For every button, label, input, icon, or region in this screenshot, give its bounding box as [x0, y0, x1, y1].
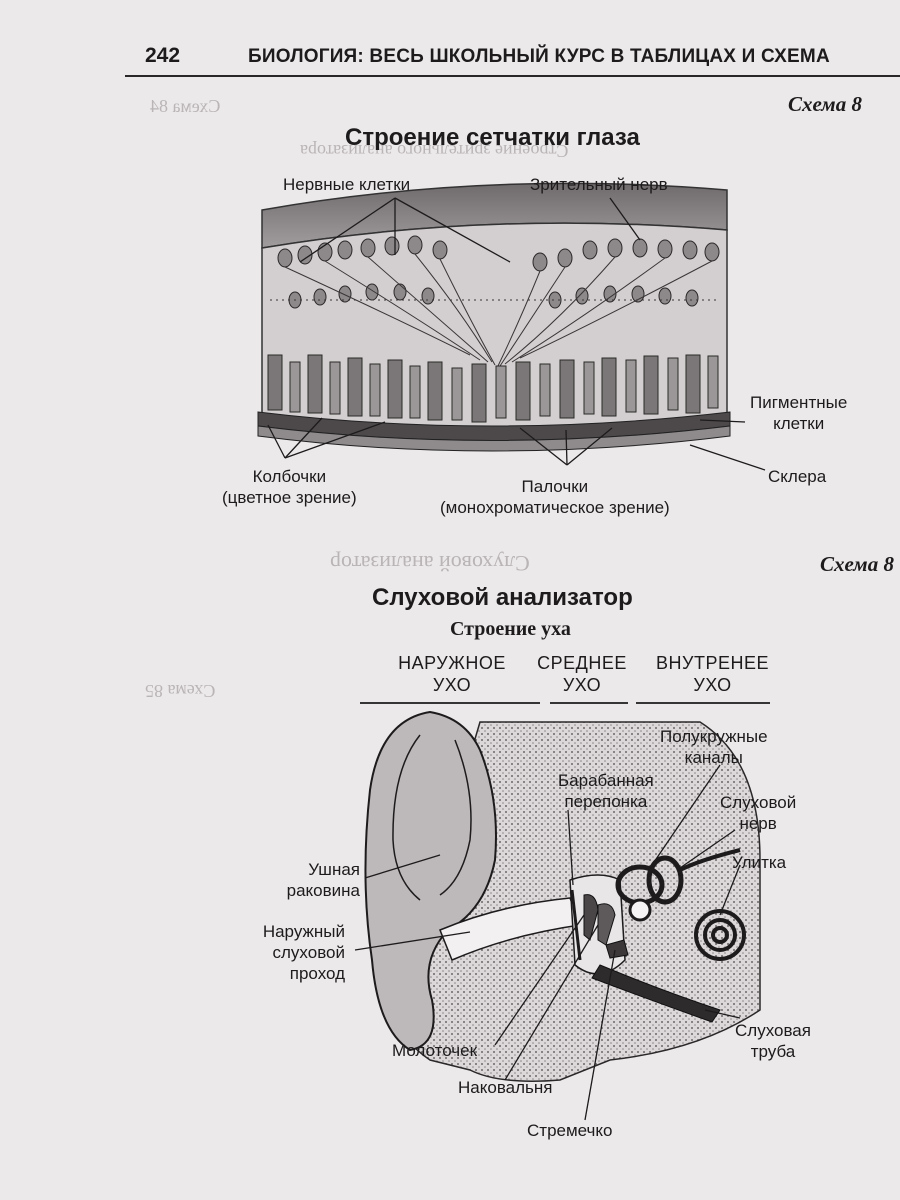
label-cochlea: Улитка — [732, 853, 787, 872]
anvil-shape — [597, 903, 616, 946]
retina-title: Строение сетчатки глаза — [345, 124, 640, 151]
retina-leader-lines — [267, 197, 766, 471]
running-title: БИОЛОГИЯ: ВЕСЬ ШКОЛЬНЫЙ КУРС В ТАБЛИЦАХ … — [248, 46, 830, 67]
ear-title: Слуховой анализатор — [372, 584, 633, 611]
label-nerve-cells: Нервные клетки — [283, 175, 411, 194]
label-rods: Палочки (монохроматическое зрение) — [440, 477, 670, 517]
semicircular-canals-shape — [615, 855, 684, 922]
label-anvil: Наковальня — [458, 1078, 553, 1097]
label-auricle: Ушная раковина — [286, 860, 360, 900]
label-semicircular-canals: Полукружные каналы — [660, 727, 768, 767]
eustachian-tube-shape — [591, 964, 721, 1023]
column-middle-ear: СРЕДНЕЕ УХО — [537, 653, 627, 695]
label-optic-nerve: Зрительный нерв — [530, 175, 668, 194]
ear-diagram — [354, 702, 770, 1121]
eardrum-shape — [570, 889, 582, 961]
header-rule — [125, 75, 900, 77]
auricle-shape — [364, 710, 497, 1052]
label-hammer: Молоточек — [392, 1041, 478, 1060]
nerve-fibres — [270, 253, 720, 367]
label-eardrum: Барабанная перепонка — [558, 771, 654, 811]
label-stirrup: Стремечко — [527, 1121, 613, 1140]
stirrup-shape — [605, 939, 629, 959]
page-number: 242 — [145, 44, 181, 67]
photoreceptor-row — [267, 354, 719, 423]
scheme-label-ear: Схема 8 — [820, 552, 894, 576]
column-inner-ear: ВНУТРЕНЕЕ УХО — [656, 653, 769, 695]
label-ear-canal: Наружный слуховой проход — [262, 922, 345, 983]
sclera-layer — [257, 425, 731, 452]
retina-diagram — [257, 182, 770, 1121]
ear-subtitle: Строение уха — [450, 618, 571, 640]
label-sclera: Склера — [768, 467, 827, 486]
label-pigment-cells: Пигментные клетки — [750, 393, 848, 433]
label-cones: Колбочки (цветное зрение) — [222, 467, 357, 507]
column-outer-ear: НАРУЖНОЕ УХО — [398, 653, 506, 695]
auditory-nerve-shape — [679, 848, 741, 872]
label-eustachian-tube: Слуховая труба — [735, 1021, 811, 1061]
ear-leader-lines — [354, 764, 741, 1121]
label-auditory-nerve: Слуховой нерв — [720, 793, 797, 833]
scheme-label-retina: Схема 8 — [788, 92, 862, 116]
cochlea-shape — [694, 909, 746, 961]
